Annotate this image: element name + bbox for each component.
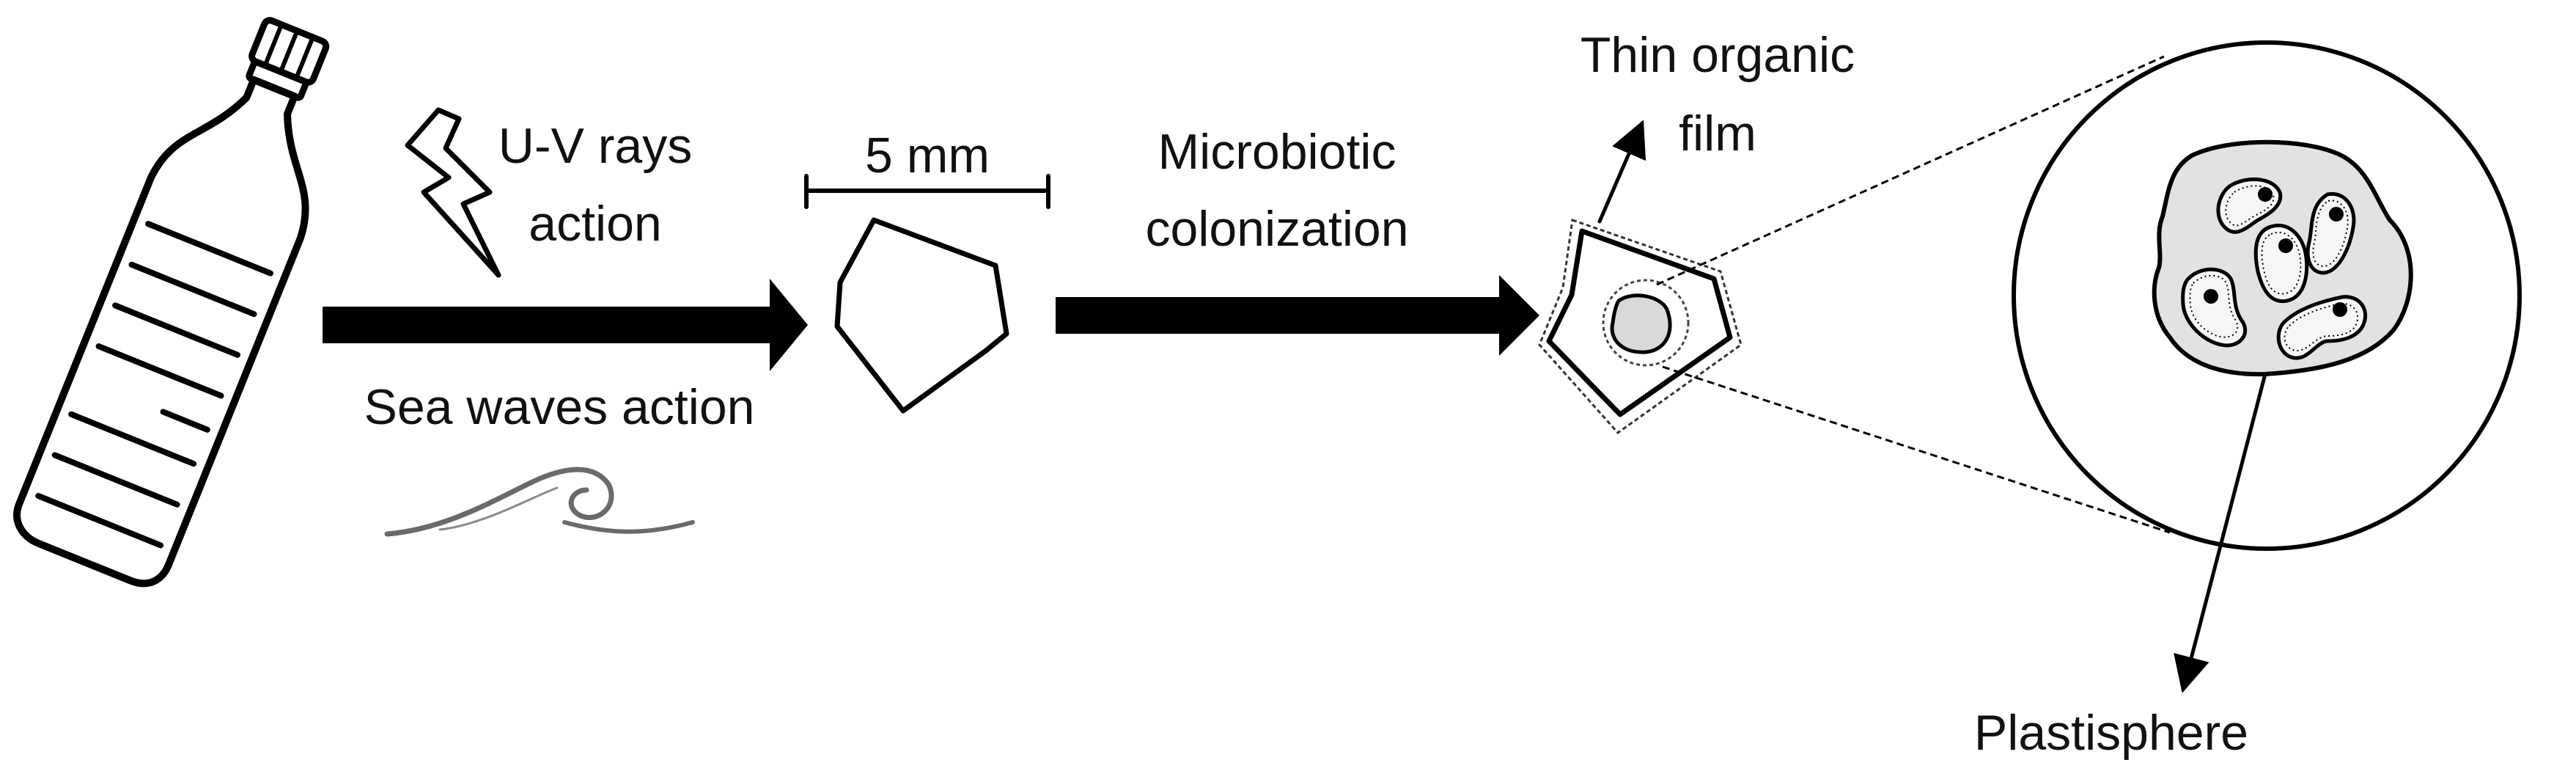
microbe xyxy=(2216,178,2283,234)
microbiotic-label-line1: Microbiotic xyxy=(1158,124,1396,180)
plastisphere-pointer-arrow xyxy=(2174,372,2267,693)
process-arrow-1 xyxy=(323,279,808,371)
scale-bar xyxy=(804,174,1050,209)
uv-label-line2: action xyxy=(529,196,661,252)
colonized-fragment-icon xyxy=(1538,218,1743,435)
lightning-icon xyxy=(405,107,501,278)
process-arrow-2 xyxy=(1056,275,1539,356)
microplastic-fragment-icon xyxy=(834,217,1009,414)
scale-label: 5 mm xyxy=(865,128,990,183)
magnified-view-icon xyxy=(2012,40,2522,551)
microbe xyxy=(2305,191,2356,275)
uv-label-line1: U-V rays xyxy=(498,118,692,174)
plastic-bottle-icon xyxy=(13,17,330,588)
zoom-line-bottom xyxy=(1662,365,2171,534)
zoom-line-top xyxy=(1656,55,2165,286)
microbe xyxy=(2276,295,2367,360)
film-label-line2: film xyxy=(1679,106,1756,161)
sea-wave-icon xyxy=(384,467,695,537)
plastisphere-label: Plastisphere xyxy=(1974,705,2248,761)
sea-waves-label: Sea waves action xyxy=(364,379,755,435)
microbe xyxy=(2181,267,2248,348)
microbiotic-label-line2: colonization xyxy=(1145,201,1408,257)
microbe xyxy=(2253,224,2309,304)
film-label-line1: Thin organic xyxy=(1580,27,1855,83)
film-pointer-arrow xyxy=(1597,120,1646,224)
